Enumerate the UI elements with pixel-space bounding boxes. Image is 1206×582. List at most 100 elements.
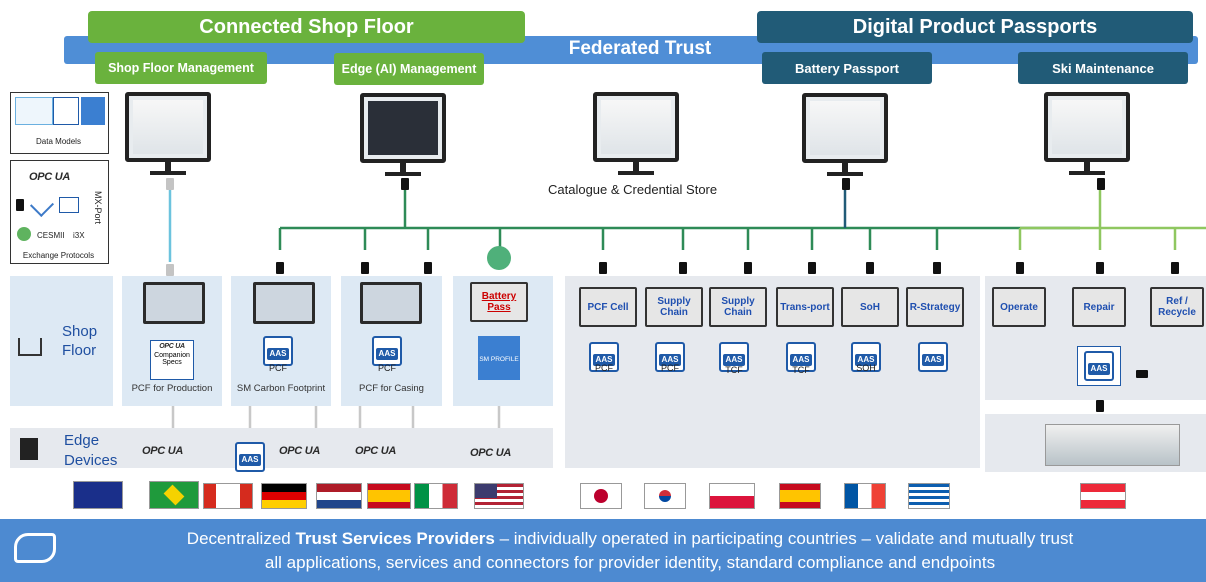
sm-profile-logo <box>81 97 105 125</box>
aas-sub-label: PCF <box>595 363 613 373</box>
connector-icon <box>808 262 816 274</box>
aas-icon: AAS <box>235 442 265 472</box>
connector-icon <box>361 262 369 274</box>
battery-passport-monitor <box>802 93 888 163</box>
flag-italy <box>414 483 458 509</box>
aas-icon: AAS <box>655 342 685 372</box>
flag-poland <box>709 483 755 509</box>
cesmii-label: CESMII <box>37 231 65 240</box>
cell-caption-2: SM Carbon Footprint <box>236 383 326 394</box>
federated-trust-label: Federated Trust <box>568 38 712 59</box>
supply-cell-transport: Trans-port <box>776 287 834 327</box>
cell-monitor-3 <box>360 282 422 324</box>
machine-image <box>1045 424 1180 466</box>
handshake-icon <box>14 533 56 563</box>
opc-ua-logo <box>15 97 53 125</box>
data-models-label: Data Models <box>36 137 81 146</box>
companion-specs-label: Companion Specs <box>154 352 190 366</box>
connector-icon <box>1171 262 1179 274</box>
factory-icon <box>18 338 42 356</box>
connector-icon <box>1096 400 1104 412</box>
aas-icon: AAS <box>918 342 948 372</box>
aas-icon: AAS <box>719 342 749 372</box>
exchange-protocols-label: Exchange Protocols <box>22 251 95 260</box>
ski-cell-recycle: Ref / Recycle <box>1150 287 1204 327</box>
catalogue-monitor <box>593 92 679 162</box>
connector-icon <box>401 178 409 190</box>
edge-opc-ua-3: OPC UA <box>355 445 396 457</box>
flag-spain <box>367 483 411 509</box>
aas-sub-label: PCF <box>661 363 679 373</box>
flag-japan <box>580 483 622 509</box>
connector-icon <box>16 199 24 211</box>
aas-icon: AAS <box>1084 351 1114 381</box>
edge-opc-ua-1: OPC UA <box>142 445 183 457</box>
edge-label: Edge <box>64 432 100 449</box>
flag-france <box>844 483 886 509</box>
ski-cell-repair: Repair <box>1072 287 1126 327</box>
aas-ski-box: AAS <box>1077 346 1121 386</box>
aas-icon: AAS <box>372 336 402 366</box>
aas-sub-label: PCF <box>378 363 396 373</box>
ski-cell-operate: Operate <box>992 287 1046 327</box>
connector-icon <box>1136 370 1148 378</box>
cell-caption-1: PCF for Production <box>131 383 213 394</box>
supply-cell-supply-chain-1: Supply Chain <box>645 287 703 327</box>
aas-sub-label: TCF <box>792 365 810 375</box>
aas-sub-label: SOH <box>856 363 876 373</box>
connector-icon <box>1016 262 1024 274</box>
cell-monitor-2 <box>253 282 315 324</box>
aas-icon: AAS <box>851 342 881 372</box>
cesmii-icon <box>487 246 511 270</box>
supply-cell-supply-chain-2: Supply Chain <box>709 287 767 327</box>
data-models-box: Data Models <box>10 92 109 154</box>
opc-ua-text: OPC UA <box>29 171 70 183</box>
connector-icon <box>166 178 174 190</box>
aas-icon: AAS <box>589 342 619 372</box>
trust-line-1: Decentralized Trust Services Providers –… <box>186 529 1074 548</box>
edge-device-icon <box>20 438 38 460</box>
ski-maintenance-monitor <box>1044 92 1130 162</box>
connector-icon <box>166 264 174 276</box>
flag-netherlands <box>316 483 362 509</box>
companion-specs-box: OPC UA Companion Specs <box>150 340 194 380</box>
edge-opc-ua-4: OPC UA <box>470 447 511 459</box>
edge-mgmt-monitor <box>360 93 446 163</box>
flag-brazil <box>149 481 199 509</box>
opc-ua-text: OPC UA <box>159 343 185 350</box>
catalogue-label: Catalogue & Credential Store <box>548 182 718 197</box>
cesmii-icon <box>17 227 31 241</box>
edge-opc-ua-2: OPC UA <box>279 445 320 457</box>
i3x-icon <box>29 192 55 218</box>
aas-small-icon <box>59 197 79 213</box>
connected-shop-floor-banner: Connected Shop Floor <box>88 11 525 43</box>
aas-sub-label: PCF <box>269 363 287 373</box>
connector-icon <box>599 262 607 274</box>
connector-icon <box>842 178 850 190</box>
supply-cell-pcf-cell: PCF Cell <box>579 287 637 327</box>
flag-austria <box>1080 483 1126 509</box>
flag-usa <box>474 483 524 509</box>
aas-sub-label: TCF <box>725 365 743 375</box>
shop-floor-mgmt-monitor <box>125 92 211 162</box>
battery-passport-label: Battery Passport <box>762 52 932 84</box>
exchange-protocols-box: OPC UA CESMII i3X MX-Port Exchange Proto… <box>10 160 109 264</box>
digital-product-passports-banner: Digital Product Passports <box>757 11 1193 43</box>
shop-floor-management-label: Shop Floor Management <box>95 52 267 84</box>
aas-icon: AAS <box>786 342 816 372</box>
connector-icon <box>933 262 941 274</box>
devices-label: Devices <box>64 452 118 469</box>
flag-germany <box>261 483 307 509</box>
flag-australia <box>73 481 123 509</box>
connector-icon <box>744 262 752 274</box>
battery-pass-monitor: Battery Pass <box>470 282 528 322</box>
connector-icon <box>1096 262 1104 274</box>
connector-icon <box>866 262 874 274</box>
sm-profile-badge: SM PROFILE <box>478 336 520 380</box>
floor-label: Floor <box>62 342 97 359</box>
flag-greece <box>908 483 950 509</box>
edge-management-label: Edge (AI) Management <box>334 53 484 85</box>
connector-icon <box>1097 178 1105 190</box>
